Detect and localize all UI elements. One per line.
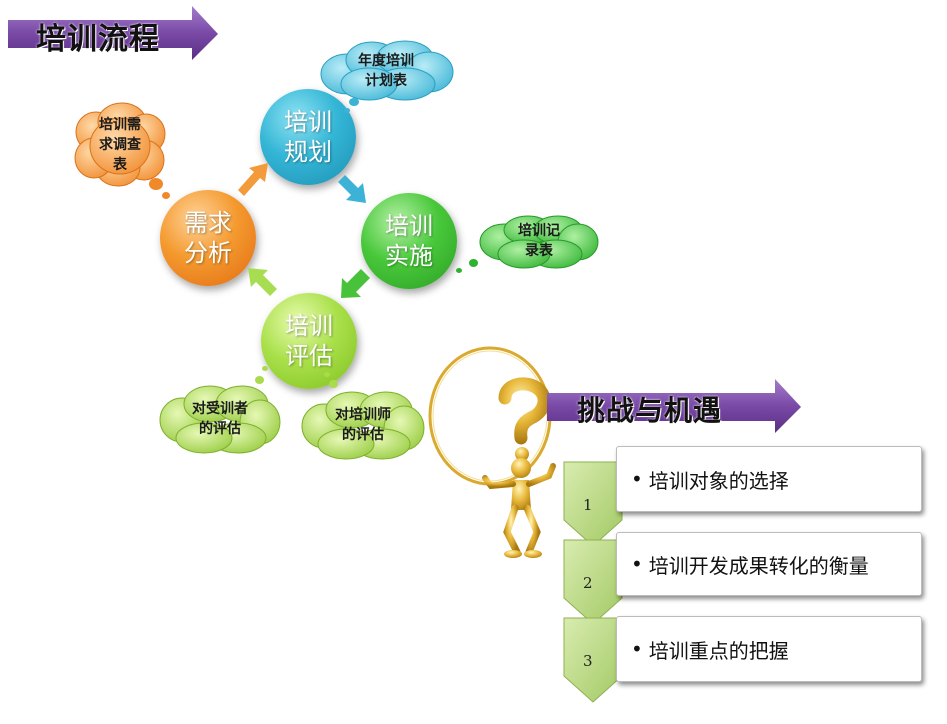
cloud-annual-plan-text: 年度培训 计划表 <box>358 53 414 89</box>
cloud-trainer-eval: 对培训师 的评估 <box>300 390 426 460</box>
cloud-dot <box>456 268 462 273</box>
page-title: 培训流程 <box>36 22 160 57</box>
challenge-number-2: 2 <box>583 574 593 592</box>
cloud-dot <box>329 380 338 388</box>
cloud-trainer-eval-text: 对培训师 的评估 <box>335 407 391 443</box>
cloud-survey-text: 培训需 求调查 表 <box>99 117 141 173</box>
chevron-stack <box>563 461 623 703</box>
node-implement: 培训 实施 <box>361 193 457 289</box>
challenge-item-2: • 培训开发成果转化的衡量 <box>616 532 922 596</box>
bullet-icon: • <box>631 552 643 576</box>
cloud-dot <box>344 108 350 113</box>
cloud-dot <box>262 366 268 371</box>
cloud-survey: 培训需 求调查 表 <box>74 102 166 188</box>
node-evaluate-label: 培训 评估 <box>285 312 333 370</box>
cloud-dot <box>162 192 170 199</box>
cloud-dot <box>469 259 478 267</box>
chevron-2-icon <box>563 539 623 625</box>
chevron-1-icon <box>563 461 623 547</box>
arrow-needs-to-plan-icon <box>238 163 268 196</box>
node-needs: 需求 分析 <box>160 190 256 286</box>
node-plan: 培训 规划 <box>260 89 356 185</box>
bullet-icon: • <box>631 467 643 491</box>
node-plan-label: 培训 规划 <box>284 108 332 166</box>
question-mark-figure-icon <box>428 346 556 558</box>
bullet-icon: • <box>631 637 643 661</box>
challenge-text: 培训对象的选择 <box>648 468 789 493</box>
banner-arrow-icon <box>8 6 218 60</box>
cloud-dot <box>149 178 163 190</box>
chevron-3-icon <box>563 617 623 703</box>
challenge-banner: 挑战与机遇 <box>545 377 803 435</box>
node-needs-label: 需求 分析 <box>184 209 232 267</box>
banner-arrow-icon <box>547 379 801 433</box>
arrow-implement-to-evaluate-icon <box>341 269 370 298</box>
cloud-dot <box>349 98 359 106</box>
cloud-annual-plan: 年度培训 计划表 <box>317 40 455 102</box>
cloud-record: 培训记 录表 <box>478 214 600 269</box>
cloud-dot <box>324 372 330 377</box>
node-implement-label: 培训 实施 <box>385 212 433 270</box>
cloud-record-text: 培训记 录表 <box>518 223 560 259</box>
arrow-evaluate-to-needs-icon <box>248 268 277 296</box>
cloud-dot <box>255 376 264 384</box>
challenge-text: 培训开发成果转化的衡量 <box>648 553 869 578</box>
challenge-title: 挑战与机遇 <box>577 394 723 427</box>
challenge-number-3: 3 <box>583 652 593 670</box>
challenge-text: 培训重点的把握 <box>648 638 789 663</box>
arrow-plan-to-implement-icon <box>338 175 366 203</box>
challenge-item-1: • 培训对象的选择 <box>616 446 922 512</box>
challenge-item-3: • 培训重点的把握 <box>616 616 922 682</box>
title-banner: 培训流程 <box>6 4 220 62</box>
cloud-trainee-eval: 对受训者 的评估 <box>158 384 282 454</box>
cloud-trainee-eval-text: 对受训者 的评估 <box>192 401 248 437</box>
challenge-number-1: 1 <box>583 496 593 514</box>
node-evaluate: 培训 评估 <box>261 293 357 389</box>
